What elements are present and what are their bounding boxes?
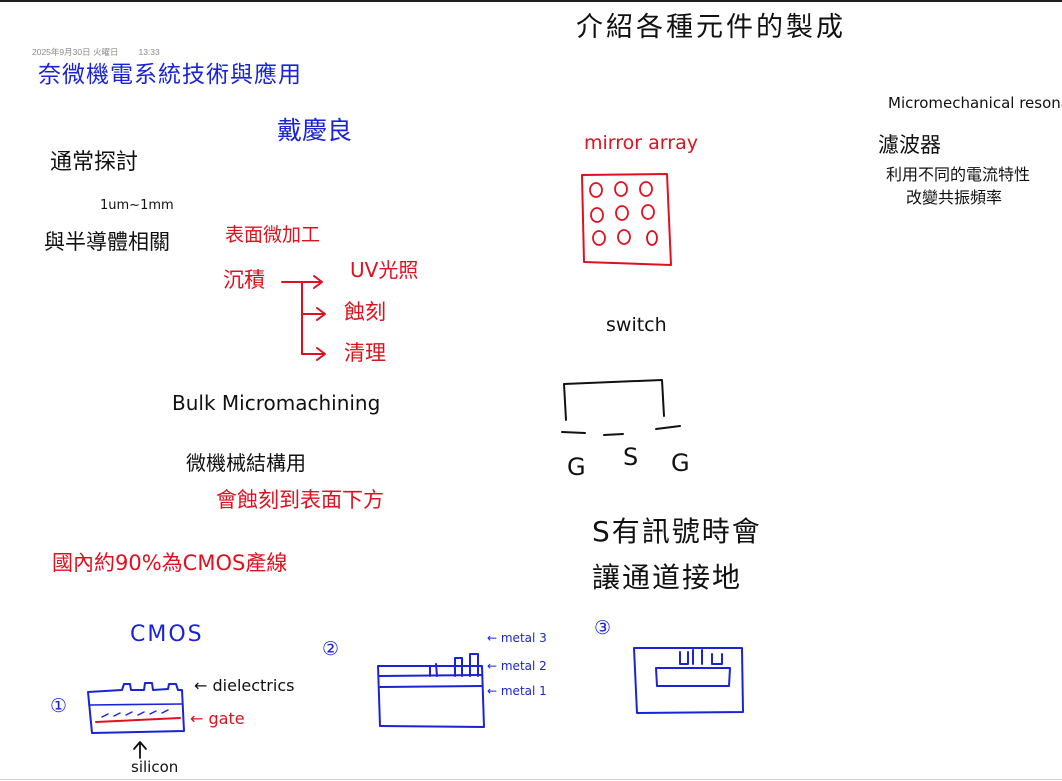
course-title: 奈微機電系統技術與應用 <box>38 62 302 88</box>
scale-range-text: 1um~1mm <box>100 198 174 213</box>
top-border <box>0 0 1062 2</box>
bulk-micromachining-label: Bulk Micromachining <box>172 391 381 415</box>
bottom-border <box>0 779 1062 780</box>
note-timestamp: 2025年9月30日 火曜日 13:33 <box>32 46 160 58</box>
signal-label: S <box>623 443 639 471</box>
signal-note-line-2: 讓通道接地 <box>592 561 743 594</box>
dielectrics-label: ← dielectrics <box>194 676 295 695</box>
step-one-marker: ① <box>50 695 68 717</box>
step-uv-exposure: UV光照 <box>350 258 419 282</box>
mirror-array-sketch <box>581 173 672 266</box>
usually-discuss-label: 通常探討 <box>50 150 139 175</box>
cmos-step3-sketch <box>633 647 744 714</box>
resonator-label: Micromechanical resonator <box>888 94 1062 112</box>
switch-sketch <box>561 379 681 436</box>
gate-label: ← gate <box>190 709 245 728</box>
cmos-production-note: 國內約90%為CMOS產線 <box>52 551 288 575</box>
metal-3-label: ← metal 3 <box>487 631 547 645</box>
semiconductor-related-text: 與半導體相關 <box>44 230 170 254</box>
cmos-title: CMOS <box>130 622 204 647</box>
filter-label: 濾波器 <box>878 133 941 157</box>
process-flow-arrows <box>281 275 326 361</box>
metal-2-label: ← metal 2 <box>487 659 547 673</box>
cmos-step1-sketch <box>87 682 185 759</box>
silicon-label: silicon <box>131 758 179 776</box>
filter-note-line-1: 利用不同的電流特性 <box>886 165 1031 184</box>
ground-left-label: G <box>567 453 586 481</box>
note-time: 13:33 <box>138 47 160 57</box>
metal-1-label: ← metal 1 <box>487 684 547 698</box>
step-etch: 蝕刻 <box>344 300 386 324</box>
mirror-array-label: mirror array <box>584 132 698 154</box>
step-clean: 清理 <box>344 341 386 365</box>
step-three-marker: ③ <box>594 617 612 639</box>
note-date: 2025年9月30日 火曜日 <box>32 47 119 57</box>
filter-note-line-2: 改變共振頻率 <box>906 188 1003 207</box>
etch-below-surface-text: 會蝕刻到表面下方 <box>216 488 384 512</box>
signal-note-line-1: S有訊號時會 <box>592 515 762 548</box>
ground-right-label: G <box>671 449 690 477</box>
cmos-step2-sketch <box>377 653 485 728</box>
step-two-marker: ② <box>322 638 340 660</box>
micromechanical-structure-text: 微機械結構用 <box>186 451 306 475</box>
switch-label: switch <box>606 314 667 336</box>
deposition-label: 沉積 <box>223 268 265 292</box>
device-fabrication-title: 介紹各種元件的製成 <box>576 12 846 43</box>
surface-micromachining-label: 表面微加工 <box>225 224 321 246</box>
author-name: 戴慶良 <box>277 116 353 145</box>
